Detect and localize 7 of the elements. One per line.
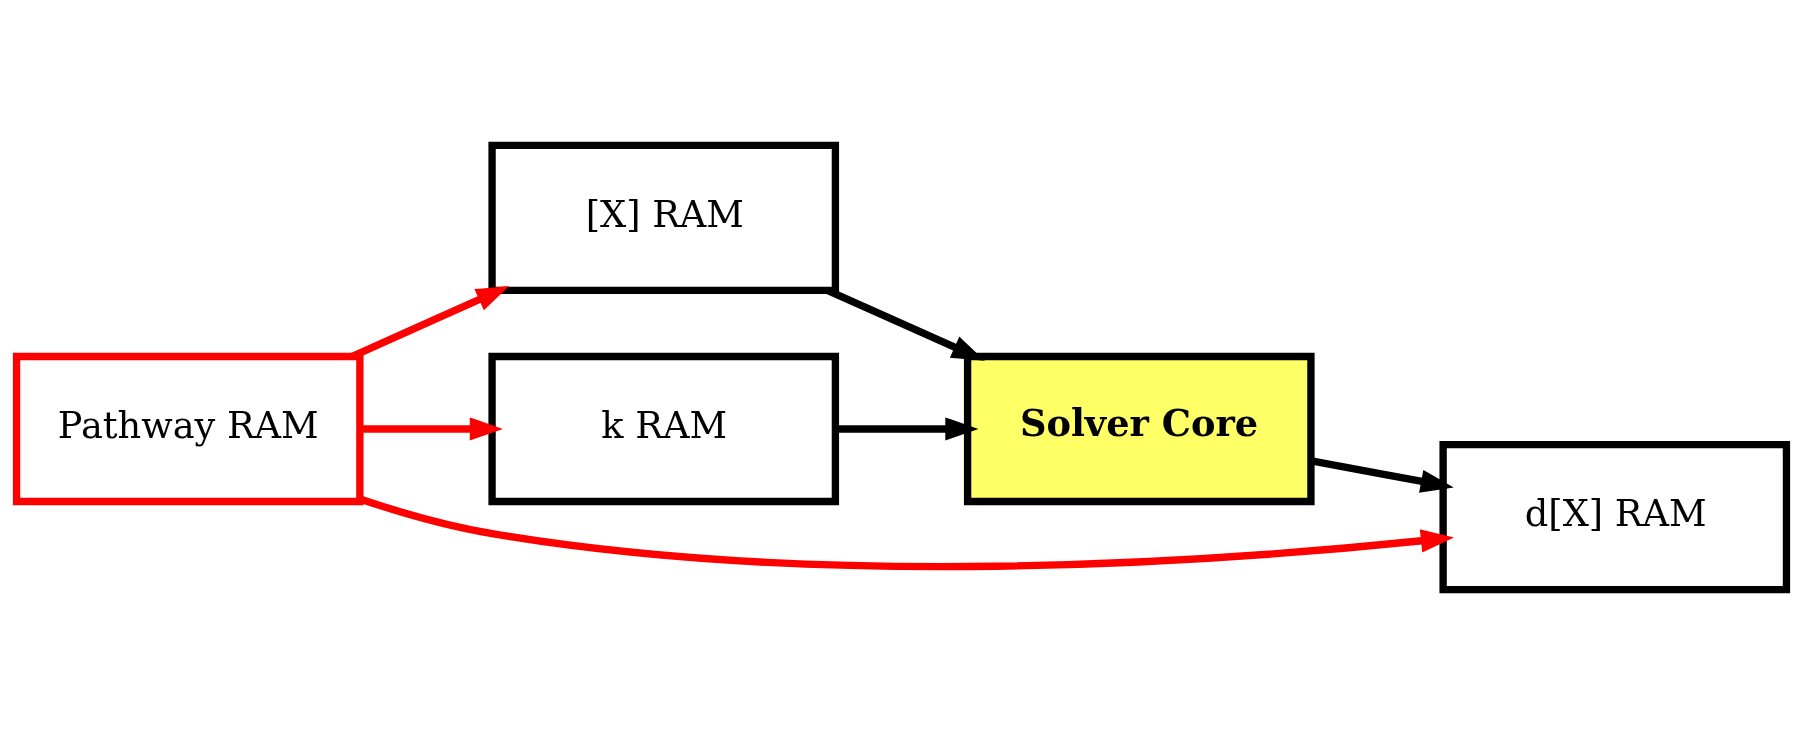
node-box: Solver Core (963, 352, 1315, 505)
node-box: [X] RAM (488, 141, 840, 294)
arrow (835, 416, 979, 441)
node-box: Pathway RAM (12, 352, 364, 505)
arrow (360, 416, 503, 441)
node-box: d[X] RAM (1439, 440, 1791, 593)
node-box: k RAM (488, 352, 840, 505)
